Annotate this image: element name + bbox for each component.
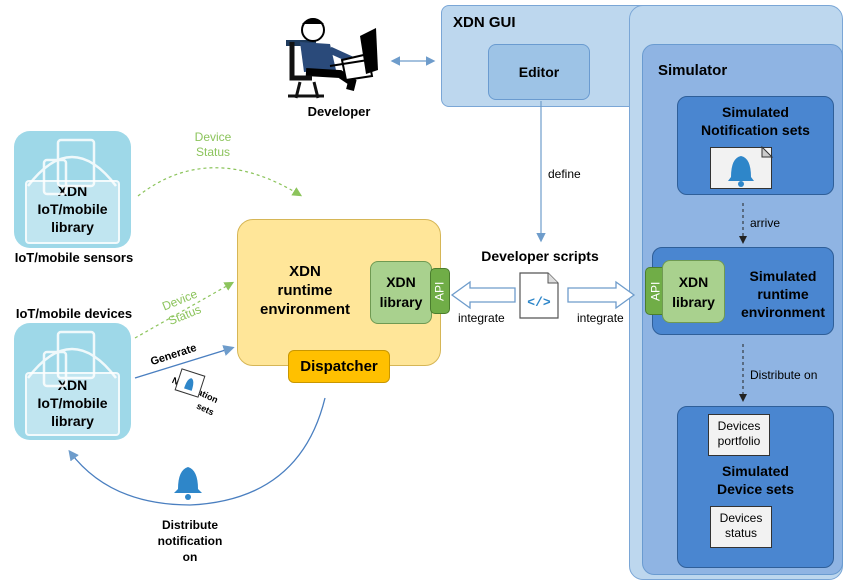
developer-label: Developer xyxy=(307,104,371,119)
sim-xdn-library xyxy=(662,260,725,323)
sensors-tile xyxy=(14,131,131,248)
arrive-label: arrive xyxy=(750,216,781,230)
distribute-line3: on xyxy=(182,550,198,564)
simulator-title: Simulator xyxy=(658,62,728,79)
xdn-gui-title: XDN GUI xyxy=(453,14,516,31)
bell-icon xyxy=(728,156,754,187)
sensors-library-panel xyxy=(25,180,120,244)
devices-portfolio-line1: Devices xyxy=(717,419,761,433)
sim-notif-sets-line1: Simulated xyxy=(722,104,789,120)
devices-tile xyxy=(14,323,131,440)
devices-lib-line2: IoT/mobile xyxy=(37,395,108,411)
devices-library-panel xyxy=(25,372,120,436)
sim-runtime-line3: environment xyxy=(740,304,825,320)
integrate-right-arrow xyxy=(567,280,636,310)
runtime-line2: runtime xyxy=(277,282,333,299)
sensor-status-line1: Device xyxy=(194,130,232,144)
devices-caption: IoT/mobile devices xyxy=(15,306,133,321)
distribute-line2: notification xyxy=(157,534,223,548)
sim-device-sets-line2: Device sets xyxy=(716,481,795,497)
sensors-devices-icon xyxy=(27,138,117,196)
editor-button[interactable]: Editor xyxy=(488,44,590,100)
developer-scripts-label: Developer scripts xyxy=(481,248,599,264)
integrate-left-label: integrate xyxy=(458,311,505,325)
sensor-status-line2: Status xyxy=(195,145,231,159)
devices-status-line2: status xyxy=(724,526,757,540)
sim-lib-line1: XDN xyxy=(678,274,709,290)
devices-portfolio-line2: portfolio xyxy=(717,434,761,448)
sim-runtime-line1: Simulated xyxy=(749,268,817,284)
runtime-lib-line2: library xyxy=(379,294,423,310)
sensors-caption: IoT/mobile sensors xyxy=(14,250,134,265)
sim-lib-line2: library xyxy=(672,294,715,310)
sim-notif-sets-line2: Notification sets xyxy=(701,122,810,138)
script-file-icon: </> xyxy=(519,272,559,319)
distribute-line1: Distribute xyxy=(161,518,218,532)
devices-portfolio-doc: Devices portfolio xyxy=(708,414,770,456)
runtime-line3: environment xyxy=(259,301,350,318)
devices-status-line1: Devices xyxy=(719,511,763,525)
devices-devices-icon xyxy=(27,330,117,388)
runtime-api-tab[interactable] xyxy=(430,268,450,314)
devices-status-doc: Devices status xyxy=(710,506,772,548)
dispatcher-label: Dispatcher xyxy=(300,358,378,375)
svg-text:</>: </> xyxy=(527,295,551,310)
define-label: define xyxy=(548,167,581,181)
devices-lib-line3: library xyxy=(51,413,94,429)
sim-device-sets-line1: Simulated xyxy=(722,463,789,479)
sim-runtime-line2: runtime xyxy=(757,286,809,302)
integrate-right-label: integrate xyxy=(577,311,624,325)
dispatcher-button[interactable]: Dispatcher xyxy=(288,350,390,383)
integrate-left-arrow xyxy=(450,280,516,310)
developer-icon xyxy=(286,18,378,99)
runtime-line1: XDN xyxy=(289,263,321,280)
editor-label: Editor xyxy=(518,64,560,80)
sensors-lib-line3: library xyxy=(51,219,94,235)
sensors-lib-line2: IoT/mobile xyxy=(37,201,108,217)
runtime-lib-line1: XDN xyxy=(386,274,416,290)
distribute-on-label: Distribute on xyxy=(750,368,818,382)
distribute-bell-icon xyxy=(174,467,202,500)
notification-sets-doc-icon xyxy=(174,368,206,398)
